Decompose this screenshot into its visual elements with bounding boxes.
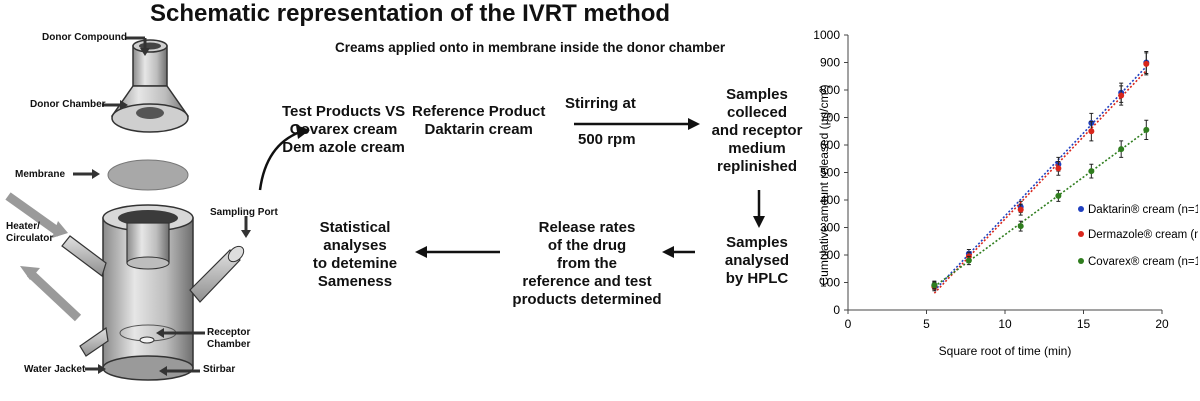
data-point xyxy=(1088,128,1095,135)
legend-marker xyxy=(1078,231,1084,237)
inlet-tube-lower xyxy=(79,326,109,357)
heater-circulator-label: Heater/ Circulator xyxy=(6,221,54,244)
y-tick-label: 100 xyxy=(820,276,840,290)
page-title: Schematic representation of the IVRT met… xyxy=(150,0,671,27)
label-pointers xyxy=(73,36,251,376)
y-tick-label: 300 xyxy=(820,221,840,235)
statistical-analyses-text: Statistical analyses to detemine Samenes… xyxy=(312,219,398,290)
stirbar-label: Stirbar xyxy=(203,364,236,375)
membrane-label: Membrane xyxy=(15,169,66,180)
y-axis-label: Cumulative amount released (µg/cm²) xyxy=(817,85,831,286)
legend-entry: Dermazole® cream (n=18) xyxy=(1088,229,1198,241)
data-point xyxy=(1055,165,1062,172)
donor-compound-label: Donor Compound xyxy=(42,32,127,43)
legend-marker xyxy=(1078,206,1084,212)
legend-entry: Daktarin® cream (n=18) xyxy=(1088,204,1198,216)
flow-subtitle: Creams applied onto in membrane inside t… xyxy=(335,40,726,55)
release-chart: Cumulative amount released (µg/cm²) Squa… xyxy=(813,28,1198,358)
y-tick-label: 1000 xyxy=(813,28,840,42)
y-tick-label: 400 xyxy=(820,193,840,207)
water-jacket-label: Water Jacket xyxy=(24,364,86,375)
data-point xyxy=(1118,146,1125,153)
y-tick-label: 600 xyxy=(820,138,840,152)
receptor-chamber-body xyxy=(102,204,194,381)
data-point xyxy=(931,282,938,289)
stirring-rpm: 500 rpm xyxy=(578,131,636,148)
sampling-port-tube xyxy=(189,249,241,303)
test-products-text: Test Products VS Covarex cream Dem azole… xyxy=(282,103,406,156)
x-tick-label: 10 xyxy=(998,317,1012,331)
reference-product-text: Reference Product Daktarin cream xyxy=(412,103,546,138)
data-point xyxy=(1088,168,1095,175)
y-tick-label: 800 xyxy=(820,83,840,97)
x-tick-label: 0 xyxy=(845,317,852,331)
trendline xyxy=(933,66,1147,292)
y-tick-label: 900 xyxy=(820,56,840,70)
x-tick-label: 20 xyxy=(1155,317,1169,331)
sampling-to-products-arrow xyxy=(258,130,301,191)
y-tick-label: 0 xyxy=(833,303,840,317)
x-axis-label: Square root of time (min) xyxy=(939,344,1072,358)
ivrt-apparatus-diagram xyxy=(5,36,251,381)
x-tick-label: 15 xyxy=(1077,317,1091,331)
samples-analysed-text: Samples analysed by HPLC xyxy=(724,234,790,287)
receptor-chamber-label: Receptor Chamber xyxy=(207,327,251,350)
legend-marker xyxy=(1078,258,1084,264)
data-point xyxy=(1017,223,1024,230)
data-point xyxy=(1143,126,1150,133)
y-tick-label: 200 xyxy=(820,248,840,262)
x-tick-label: 5 xyxy=(923,317,930,331)
y-tick-label: 500 xyxy=(820,166,840,180)
data-point xyxy=(1118,92,1125,99)
data-point xyxy=(965,257,972,264)
data-point xyxy=(1055,192,1062,199)
inlet-tube-upper xyxy=(61,235,107,277)
y-tick-label: 700 xyxy=(820,111,840,125)
release-rates-text: Release rates of the drug from the refer… xyxy=(512,219,662,308)
stirring-label: Stirring at xyxy=(565,95,636,112)
donor-chamber xyxy=(110,39,190,133)
data-point xyxy=(1143,60,1150,67)
data-point xyxy=(1017,206,1024,213)
flow-arrows xyxy=(258,118,765,258)
legend-entry: Covarex® cream (n=18) xyxy=(1088,256,1198,268)
stirbar-shape xyxy=(139,336,155,344)
trendline xyxy=(933,70,1147,294)
membrane-disc xyxy=(107,159,189,191)
samples-collected-text: Samples colleced and receptor medium rep… xyxy=(711,86,803,175)
series-2 xyxy=(931,119,1150,290)
series-0 xyxy=(931,51,1150,292)
donor-chamber-label: Donor Chamber xyxy=(30,99,106,110)
sampling-port-label: Sampling Port xyxy=(210,207,278,218)
